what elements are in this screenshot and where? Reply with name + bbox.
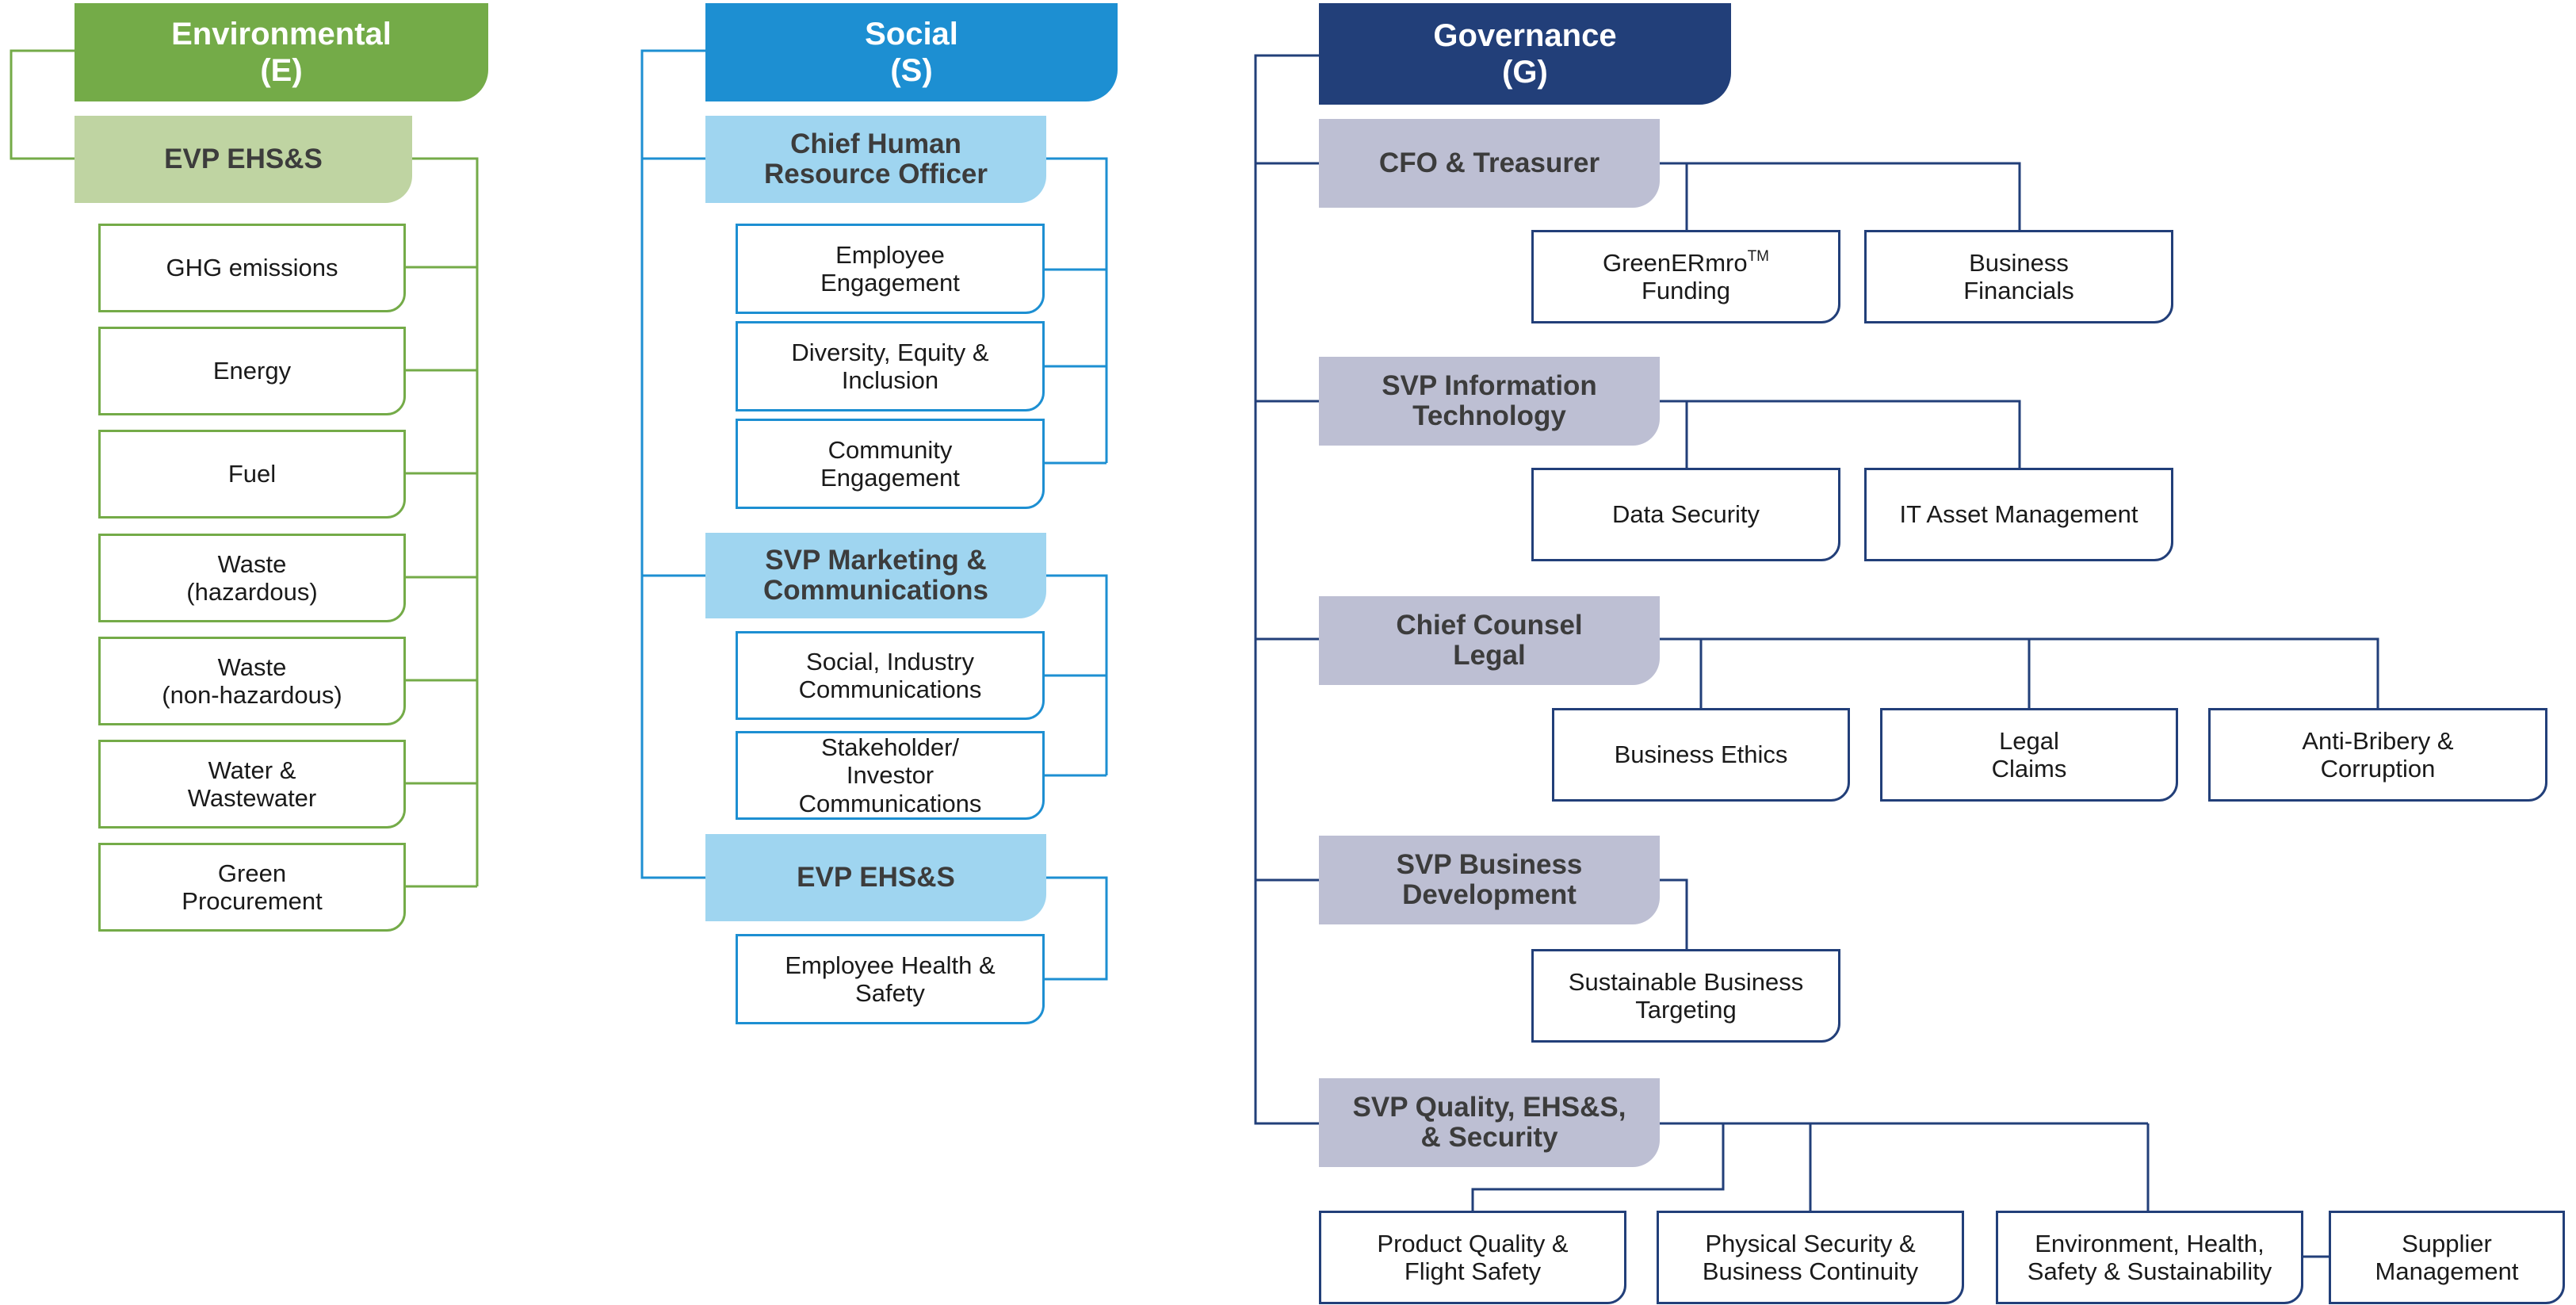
social-item: Diversity, Equity & Inclusion bbox=[736, 321, 1045, 411]
governance-group-title: Chief Counsel Legal bbox=[1319, 596, 1660, 685]
social-item: Stakeholder/ Investor Communications bbox=[736, 731, 1045, 820]
governance-item: Physical Security & Business Continuity bbox=[1657, 1211, 1964, 1304]
trademark-mark: TM bbox=[1747, 247, 1770, 265]
social-header: Social (S) bbox=[705, 3, 1118, 101]
funding-label: Funding bbox=[1641, 277, 1731, 304]
environmental-item: Green Procurement bbox=[98, 843, 406, 932]
connector-g-quality bbox=[1471, 1122, 1725, 1211]
connector-g-cfo bbox=[1657, 162, 2021, 230]
social-item: Social, Industry Communications bbox=[736, 631, 1045, 720]
social-group-title: SVP Marketing & Communications bbox=[705, 533, 1046, 618]
environmental-sub-evp-ehss: EVP EHS&S bbox=[75, 116, 412, 203]
governance-item: Legal Claims bbox=[1880, 708, 2178, 802]
governance-item: Supplier Management bbox=[2329, 1211, 2565, 1304]
connector-s-spine bbox=[640, 49, 705, 879]
environmental-item: Water & Wastewater bbox=[98, 740, 406, 829]
connector-s-group-trunk bbox=[1046, 157, 1108, 463]
environmental-item: GHG emissions bbox=[98, 224, 406, 312]
connector-s-group-trunk bbox=[1043, 876, 1108, 981]
governance-group-title: CFO & Treasurer bbox=[1319, 119, 1660, 208]
connector-e-header-sub bbox=[10, 49, 75, 160]
connector-e-trunk bbox=[412, 157, 479, 886]
governance-item: Data Security bbox=[1531, 468, 1840, 561]
governance-group-title: SVP Quality, EHS&S, & Security bbox=[1319, 1078, 1660, 1167]
governance-item: Sustainable Business Targeting bbox=[1531, 949, 1840, 1043]
governance-item: Anti-Bribery & Corruption bbox=[2208, 708, 2547, 802]
environmental-item: Fuel bbox=[98, 430, 406, 519]
governance-group-title: SVP Information Technology bbox=[1319, 357, 1660, 446]
governance-item: IT Asset Management bbox=[1864, 468, 2173, 561]
environmental-item: Waste (non-hazardous) bbox=[98, 637, 406, 725]
governance-item: Environment, Health, Safety & Sustainabi… bbox=[1996, 1211, 2303, 1304]
environmental-header: Environmental (E) bbox=[75, 3, 488, 101]
environmental-item: Waste (hazardous) bbox=[98, 534, 406, 622]
governance-item: Product Quality & Flight Safety bbox=[1319, 1211, 1626, 1304]
connector-g-spine bbox=[1254, 54, 1319, 1125]
connector-s-group-trunk bbox=[1046, 574, 1108, 775]
governance-item-greenermro-funding: GreenERmroTM Funding bbox=[1531, 230, 1840, 323]
governance-header: Governance (G) bbox=[1319, 3, 1731, 105]
environmental-item: Energy bbox=[98, 327, 406, 415]
governance-item: Business Ethics bbox=[1552, 708, 1850, 802]
social-group-title: Chief Human Resource Officer bbox=[705, 116, 1046, 203]
social-item: Employee Engagement bbox=[736, 224, 1045, 314]
connector-g-legal bbox=[1657, 637, 2379, 708]
governance-group-title: SVP Business Development bbox=[1319, 836, 1660, 924]
greenermro-label: GreenERmro bbox=[1602, 248, 1748, 277]
governance-item: Business Financials bbox=[1864, 230, 2173, 323]
social-item: Employee Health & Safety bbox=[736, 934, 1045, 1024]
connector-g-it bbox=[1657, 400, 2021, 468]
social-item: Community Engagement bbox=[736, 419, 1045, 509]
social-group-title: EVP EHS&S bbox=[705, 834, 1046, 921]
connector-g-bizdev bbox=[1657, 878, 1688, 949]
